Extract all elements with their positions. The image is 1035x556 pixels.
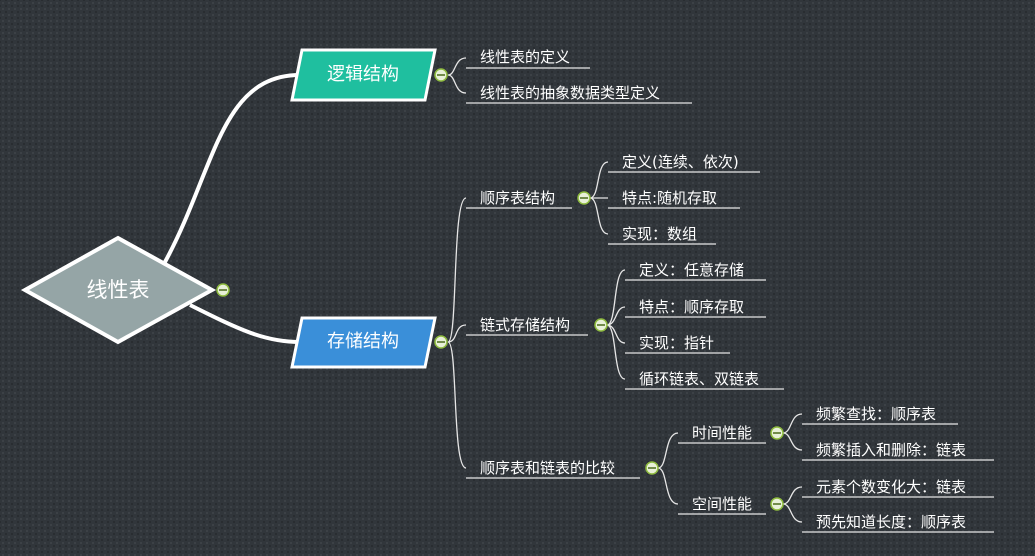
topic-time-performance[interactable]: 时间性能 xyxy=(692,424,753,442)
topic-seq-feature[interactable]: 特点:随机存取 xyxy=(622,189,718,207)
branch-storage-shape[interactable] xyxy=(290,316,437,369)
topic-seq-definition[interactable]: 定义(连续、依次) xyxy=(622,153,739,171)
collapse-minus-icon[interactable] xyxy=(216,283,230,297)
topic-sequential-vs-linked[interactable]: 顺序表和链表的比较 xyxy=(480,459,616,477)
topic-frequent-insert-delete[interactable]: 频繁插入和删除：链表 xyxy=(816,441,967,459)
topic-link-feature[interactable]: 特点：顺序存取 xyxy=(639,298,745,316)
collapse-minus-icon[interactable] xyxy=(577,191,591,205)
connector-link-children xyxy=(606,269,626,380)
connector-seq-children xyxy=(589,161,609,235)
topic-sequential-list-structure[interactable]: 顺序表结构 xyxy=(480,189,556,207)
topic-element-count-varies[interactable]: 元素个数变化大：链表 xyxy=(816,478,967,496)
connector-root-storage xyxy=(189,303,301,344)
root-topic-label[interactable]: 线性表 xyxy=(86,278,150,302)
root-topic-shape[interactable] xyxy=(20,235,217,345)
connector-logic-children xyxy=(447,57,467,94)
topic-frequent-search[interactable]: 频繁查找：顺序表 xyxy=(816,405,937,423)
collapse-minus-icon[interactable] xyxy=(434,335,448,349)
collapse-minus-icon[interactable] xyxy=(770,497,784,511)
topic-space-performance[interactable]: 空间性能 xyxy=(692,495,753,513)
collapse-minus-icon[interactable] xyxy=(594,318,608,332)
connector-space-children xyxy=(782,486,803,523)
branch-storage-label[interactable]: 存储结构 xyxy=(327,331,399,352)
connector-time-children xyxy=(782,413,803,451)
topic-linked-storage-structure[interactable]: 链式存储结构 xyxy=(480,316,571,334)
collapse-minus-icon[interactable] xyxy=(770,426,784,440)
connector-storage-children xyxy=(447,197,467,469)
collapse-minus-icon[interactable] xyxy=(645,461,659,475)
topic-underlines xyxy=(466,67,994,533)
topic-length-known[interactable]: 预先知道长度：顺序表 xyxy=(816,513,967,531)
topic-link-circular-double[interactable]: 循环链表、双链表 xyxy=(639,370,760,388)
connector-root-logic xyxy=(163,73,301,263)
topic-link-definition[interactable]: 定义：任意存储 xyxy=(639,261,745,279)
topic-link-implementation[interactable]: 实现：指针 xyxy=(639,334,715,352)
topic-seq-implementation[interactable]: 实现：数组 xyxy=(622,225,698,243)
branch-logic-shape[interactable] xyxy=(290,48,437,102)
collapse-minus-icon[interactable] xyxy=(434,68,448,82)
branch-logic-label[interactable]: 逻辑结构 xyxy=(327,64,399,85)
connector-compare-children xyxy=(657,432,679,505)
topic-linear-list-definition[interactable]: 线性表的定义 xyxy=(480,48,571,66)
topic-linear-list-adt-definition[interactable]: 线性表的抽象数据类型定义 xyxy=(480,84,661,102)
